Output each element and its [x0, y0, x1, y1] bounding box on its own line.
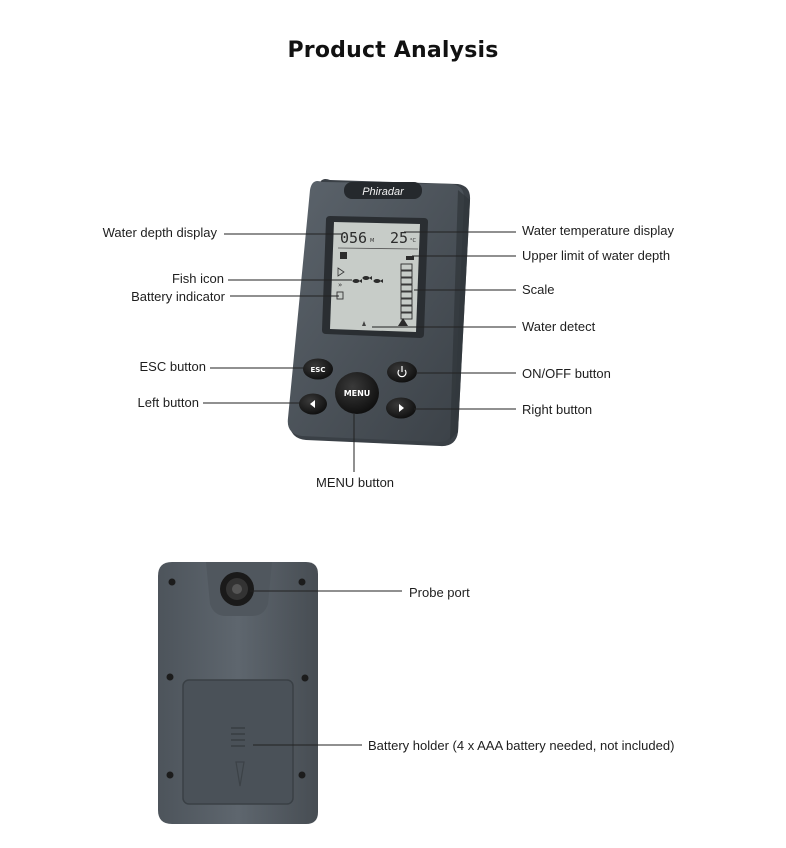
- lcd-screen: [330, 222, 420, 332]
- label-water-temperature-display: Water temperature display: [522, 223, 674, 238]
- logo-plate: [344, 182, 422, 199]
- right-arrow-icon: [399, 404, 404, 412]
- fish-mode-icon: »: [338, 281, 342, 289]
- label-esc-button: ESC button: [139, 359, 207, 374]
- signal-icon: [337, 267, 345, 277]
- battery-cover[interactable]: [182, 679, 294, 805]
- water-detect-icon: [362, 321, 366, 326]
- left-button[interactable]: [299, 393, 327, 415]
- label-water-detect: Water detect: [522, 319, 596, 334]
- left-arrow-icon: [310, 400, 315, 408]
- upper-limit-marker: [406, 256, 414, 260]
- label-water-depth-display: Water depth display: [102, 225, 217, 240]
- depth-scale: [400, 263, 413, 320]
- label-fish-icon: Fish icon: [171, 271, 224, 286]
- open-arrow-icon: [235, 761, 245, 787]
- temperature-readout: 25: [390, 229, 408, 247]
- mode-icon: [340, 252, 347, 259]
- label-upper-limit: Upper limit of water depth: [522, 248, 671, 263]
- label-right-button: Right button: [522, 402, 593, 417]
- screws: [166, 578, 309, 779]
- fish-icons: [352, 276, 383, 283]
- menu-button-label: MENU: [344, 389, 371, 398]
- depth-readout: 056: [340, 229, 367, 247]
- grip-ridges: [231, 727, 245, 747]
- device-front: Phiradar 056 M 25 °C »: [287, 179, 471, 447]
- brand-logo: Phiradar: [362, 186, 405, 198]
- power-button[interactable]: [387, 361, 417, 383]
- label-menu-button: MENU button: [316, 475, 395, 490]
- label-probe-port: Probe port: [409, 585, 470, 600]
- temperature-unit: °C: [410, 238, 417, 244]
- label-battery-holder: Battery holder (4 x AAA battery needed, …: [368, 738, 675, 753]
- device-back: [158, 562, 318, 824]
- right-button[interactable]: [386, 397, 416, 419]
- power-icon: [397, 369, 407, 378]
- label-onoff-button: ON/OFF button: [522, 366, 611, 381]
- esc-button[interactable]: ESC: [303, 358, 333, 380]
- esc-button-label: ESC: [311, 366, 326, 374]
- leader-lines: [203, 231, 516, 746]
- label-battery-indicator: Battery indicator: [131, 289, 225, 304]
- page-title: Product Analysis: [287, 38, 499, 63]
- label-scale: Scale: [522, 282, 555, 297]
- menu-button[interactable]: MENU: [335, 372, 379, 414]
- bottom-profile: [398, 318, 408, 326]
- label-left-button: Left button: [137, 395, 199, 410]
- depth-unit: M: [370, 238, 374, 244]
